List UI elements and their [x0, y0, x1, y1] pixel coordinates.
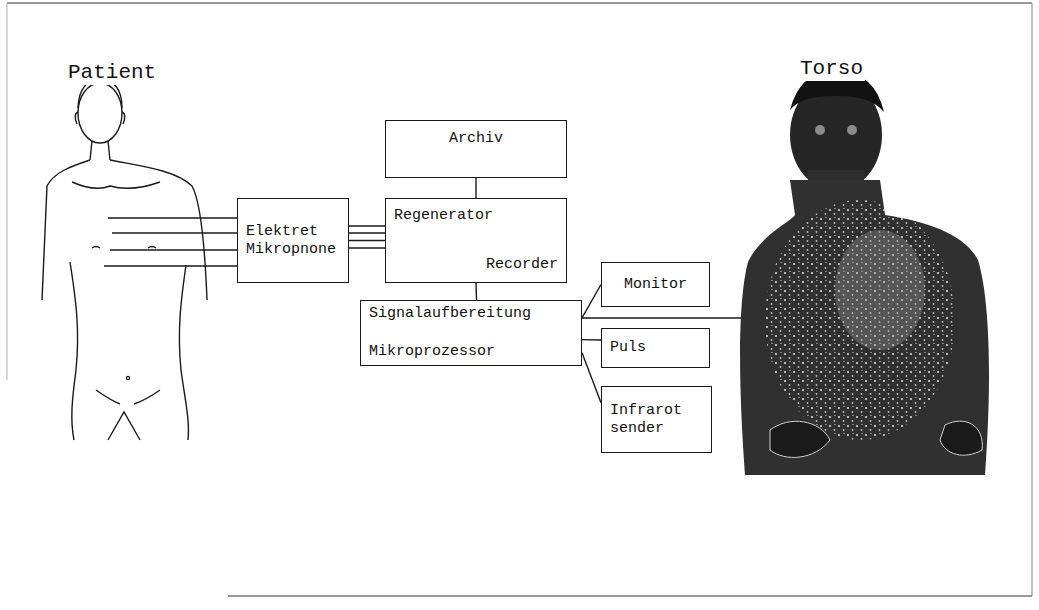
box-text: Signalaufbereitung [369, 305, 531, 323]
torso-cable [582, 317, 742, 318]
box-text: Regenerator [394, 207, 493, 225]
archive-box: Archiv [385, 120, 567, 178]
connector-line [582, 353, 601, 403]
connector-line [582, 339, 601, 341]
connector-line [475, 283, 477, 300]
patient-figure [42, 80, 207, 440]
box-text: Mikroprozessor [369, 343, 495, 361]
microphone-box: Elektret Mikropnone [237, 198, 349, 283]
processor-box: SignalaufbereitungMikroprozessor [360, 300, 582, 366]
box-text: Infrarot sender [610, 402, 703, 438]
box-text: Recorder [486, 256, 558, 274]
pulse-box: Puls [601, 328, 710, 368]
box-text: Elektret Mikropnone [246, 223, 340, 259]
recorder-box: RegeneratorRecorder [385, 198, 567, 283]
infrared-box: Infrarot sender [601, 386, 712, 453]
box-text: Monitor [624, 276, 687, 294]
frame [7, 3, 1032, 596]
connector-line [582, 285, 601, 318]
parallel-wires [347, 226, 385, 248]
figure-title: Patient [66, 60, 158, 85]
box-text: Puls [610, 339, 646, 357]
figure-title: Torso [798, 56, 865, 81]
connector-line [349, 240, 385, 241]
torso-figure [740, 72, 989, 475]
monitor-box: Monitor [601, 262, 710, 307]
box-text: Archiv [449, 130, 503, 148]
sensor-leads [104, 218, 237, 266]
connector-line [475, 178, 476, 198]
